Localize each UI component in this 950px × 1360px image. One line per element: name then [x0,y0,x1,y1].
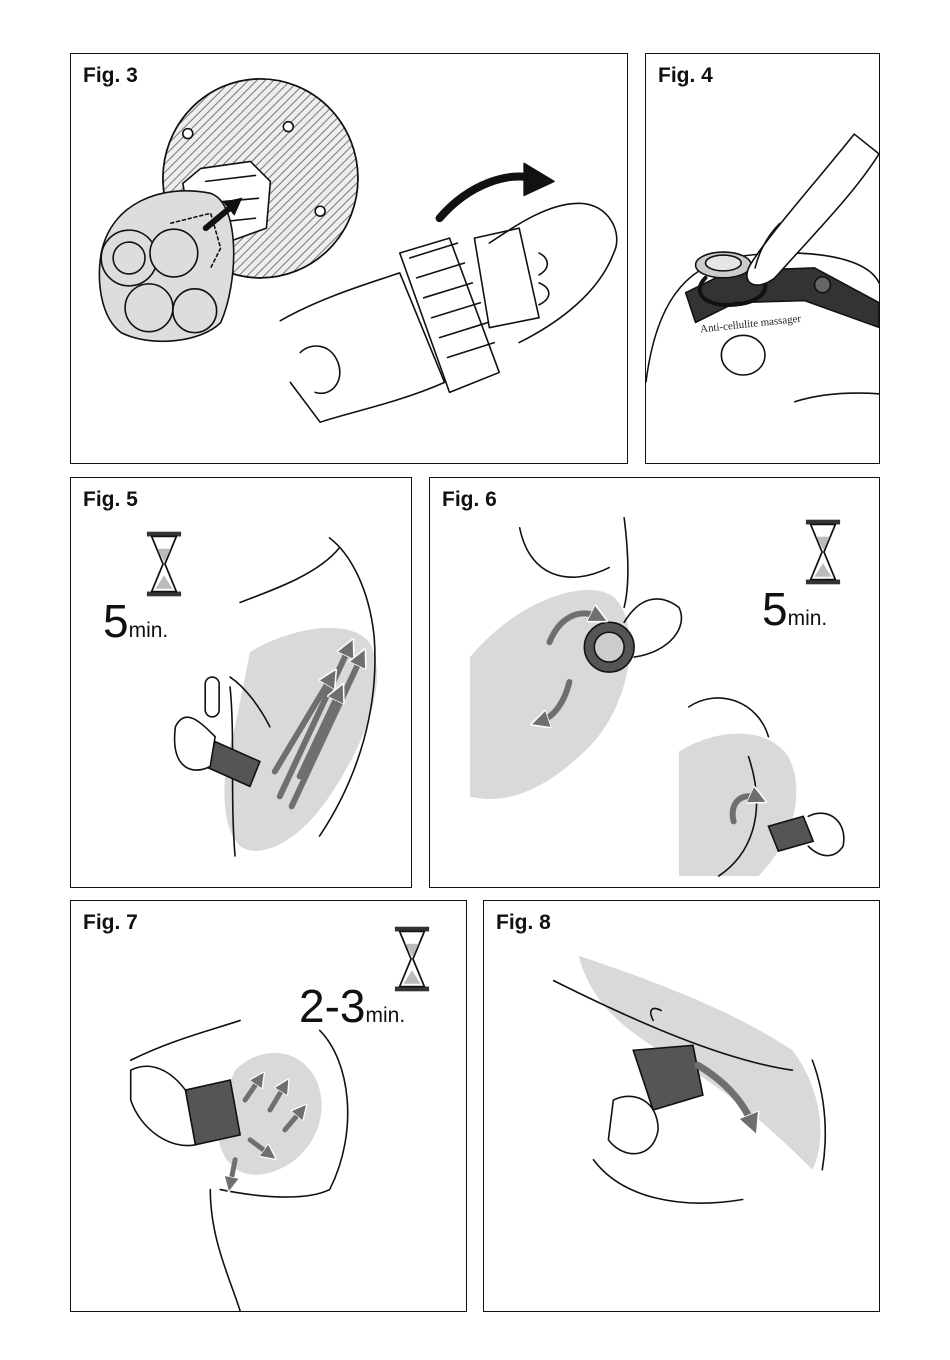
figure-8-illustration [484,901,879,1311]
device-label-text: Anti-cellulite massager [700,313,802,336]
figure-4-illustration: Anti-cellulite massager [646,54,879,463]
figure-6-illustration [430,478,879,887]
figure-5-illustration [71,478,411,887]
figure-4-panel: Fig. 4 Anti-cellulite massager [645,53,880,464]
figure-7-panel: Fig. 7 2-3min. [70,900,467,1312]
figure-5-panel: Fig. 5 5min. [70,477,412,888]
figure-7-illustration [71,901,466,1311]
figure-3-panel: Fig. 3 [70,53,628,464]
figure-6-panel: Fig. 6 5min. [429,477,880,888]
figure-8-panel: Fig. 8 [483,900,880,1312]
figure-3-illustration [71,54,627,463]
